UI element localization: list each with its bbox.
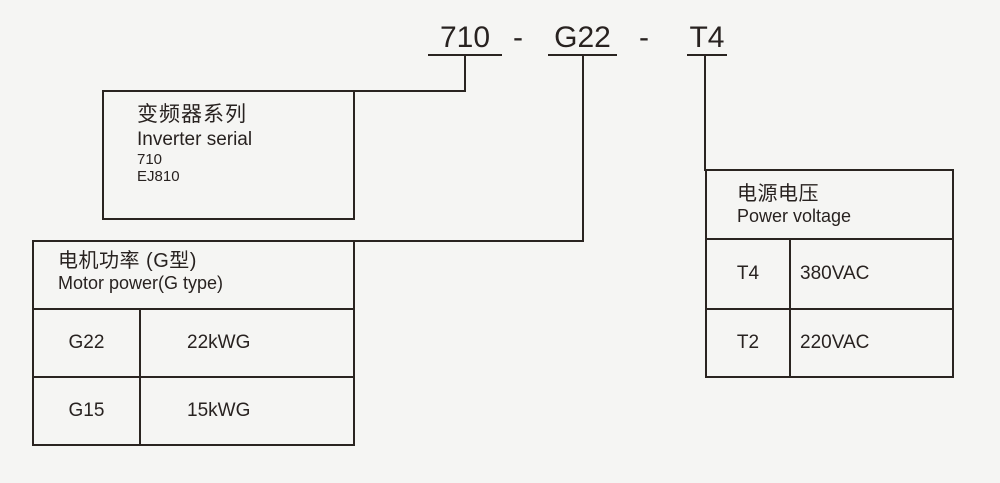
table-row: G15 15kWG xyxy=(34,378,353,444)
power-voltage-table: 电源电压 Power voltage T4 380VAC T2 220VAC xyxy=(705,169,954,378)
power-voltage-value-t4: 380VAC xyxy=(800,263,870,284)
power-voltage-table-header: 电源电压 Power voltage xyxy=(707,171,952,240)
motor-power-table-header: 电机功率 (G型) Motor power(G type) xyxy=(34,242,353,310)
table-row: T2 220VAC xyxy=(707,310,952,376)
series-horizontal-connector xyxy=(355,90,466,92)
table-row: T4 380VAC xyxy=(707,240,952,310)
model-code-power-segment: G22 xyxy=(554,21,611,54)
power-voltage-code-t4: T4 xyxy=(707,240,791,308)
inverter-serial-box: 变频器系列 Inverter serial 710 EJ810 xyxy=(102,90,355,220)
motor-power-value-g15: 15kWG xyxy=(187,400,251,421)
power-horizontal-connector xyxy=(355,240,584,242)
power-voltage-title-zh: 电源电压 xyxy=(737,183,819,205)
power-voltage-value-t2: 220VAC xyxy=(800,332,870,353)
power-drop-line xyxy=(582,54,584,242)
power-voltage-title-en: Power voltage xyxy=(737,206,852,226)
inverter-serial-model-ej810: EJ810 xyxy=(137,168,180,185)
motor-power-table: 电机功率 (G型) Motor power(G type) G22 22kWG … xyxy=(32,240,355,446)
motor-power-code-g15: G15 xyxy=(34,378,141,444)
inverter-serial-title-zh: 变频器系列 xyxy=(137,103,247,126)
model-code-voltage-segment: T4 xyxy=(689,21,725,54)
voltage-drop-line xyxy=(704,54,706,171)
table-row: G22 22kWG xyxy=(34,310,353,378)
model-code-separator: - xyxy=(639,21,649,54)
inverter-serial-model-710: 710 xyxy=(137,151,163,168)
model-code-separator: - xyxy=(513,21,523,54)
motor-power-title-zh: 电机功率 (G型) xyxy=(58,250,197,272)
motor-power-title-en: Motor power(G type) xyxy=(58,273,224,293)
power-voltage-code-t2: T2 xyxy=(707,310,791,376)
series-drop-line xyxy=(464,54,466,92)
motor-power-value-g22: 22kWG xyxy=(187,332,251,353)
model-code-series-segment: 710 xyxy=(439,21,491,54)
inverter-serial-title-en: Inverter serial xyxy=(137,129,253,150)
voltage-underline xyxy=(687,54,727,56)
motor-power-code-g22: G22 xyxy=(34,310,141,376)
